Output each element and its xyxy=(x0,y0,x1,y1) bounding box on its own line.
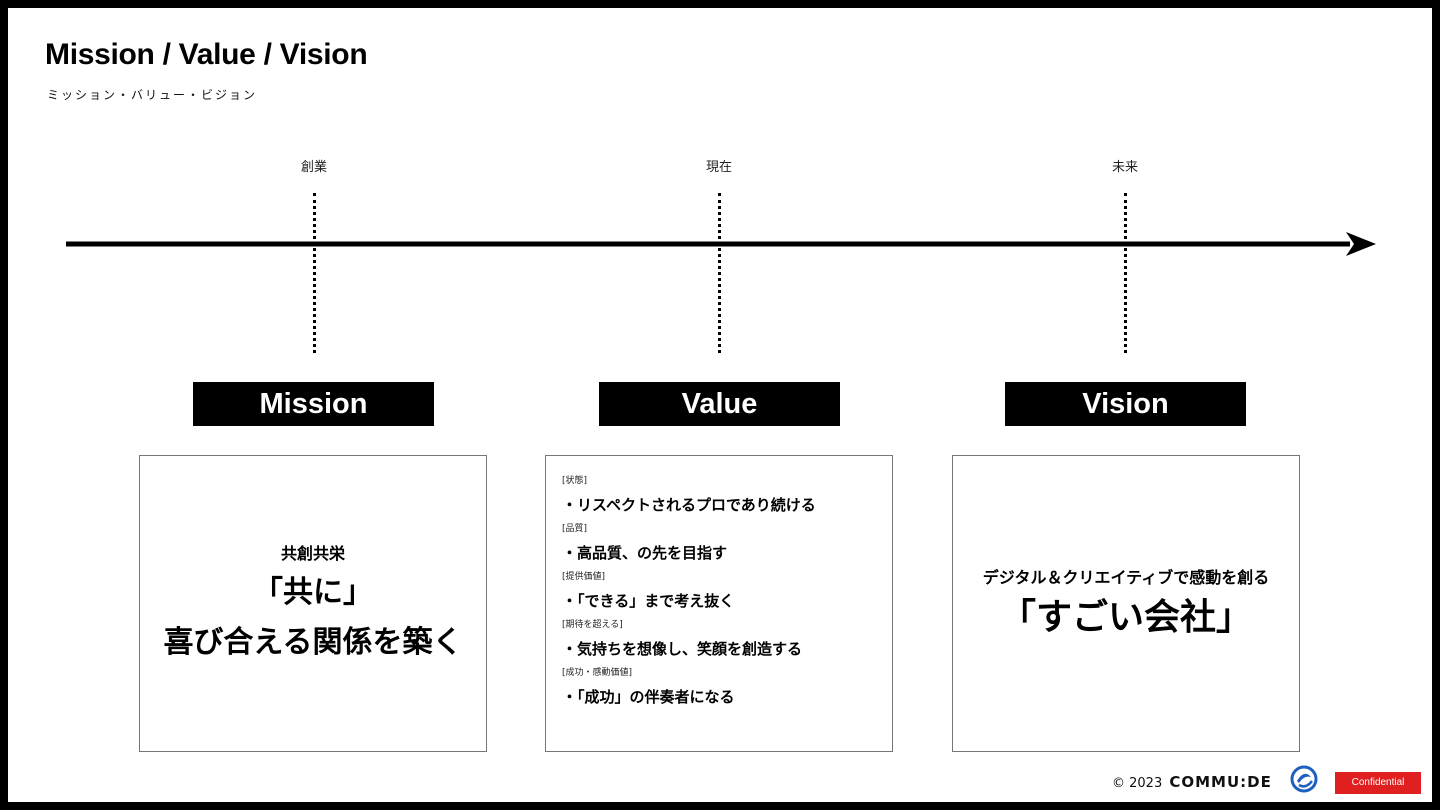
value-item: [成功・感動価値] ・「成功」の伴奏者になる xyxy=(562,666,878,708)
value-text: ・気持ちを想像し、笑顔を創造する xyxy=(562,640,803,658)
vision-main: 「すごい会社」 xyxy=(999,596,1252,638)
dotted-connector-mission xyxy=(313,193,316,353)
mission-line-2: 喜び合える関係を築く xyxy=(163,624,463,660)
period-label-present: 現在 xyxy=(705,160,732,175)
value-category: [成功・感動価値] xyxy=(562,668,633,678)
mission-line-1: 「共に」 xyxy=(253,574,373,610)
value-text: ・高品質、の先を目指す xyxy=(562,544,728,562)
period-label-future: 未来 xyxy=(1111,160,1138,175)
vision-card: デジタル＆クリエイティブで感動を創る 「すごい会社」 xyxy=(952,455,1300,752)
value-item: [期待を超える] ・気持ちを想像し、笑顔を創造する xyxy=(562,618,878,660)
confidential-badge: Confidential xyxy=(1335,772,1421,794)
slide: Mission / Value / Vision ミッション・バリュー・ビジョン… xyxy=(8,8,1432,802)
value-category: [提供価値] xyxy=(562,572,606,582)
value-tag: Value xyxy=(599,382,840,426)
mission-card: 共創共栄 「共に」 喜び合える関係を築く xyxy=(139,455,487,752)
mission-tag: Mission xyxy=(193,382,434,426)
dotted-connector-vision xyxy=(1124,193,1127,353)
page-title: Mission / Value / Vision xyxy=(45,38,368,71)
value-card: [状態] ・リスペクトされるプロであり続ける [品質] ・高品質、の先を目指す … xyxy=(545,455,893,752)
mission-subtitle: 共創共栄 xyxy=(280,543,345,563)
value-item: [品質] ・高品質、の先を目指す xyxy=(562,522,878,564)
vision-subtitle: デジタル＆クリエイティブで感動を創る xyxy=(982,567,1270,587)
value-text: ・「できる」まで考え抜く xyxy=(562,592,735,610)
commude-logo-icon xyxy=(1290,765,1318,793)
value-item: [状態] ・リスペクトされるプロであり続ける xyxy=(562,474,878,516)
timeline-arrow xyxy=(66,232,1376,256)
value-text: ・リスペクトされるプロであり続ける xyxy=(562,496,816,514)
period-label-founding: 創業 xyxy=(300,160,327,175)
vision-tag: Vision xyxy=(1005,382,1246,426)
value-category: [状態] xyxy=(562,476,588,486)
value-text: ・「成功」の伴奏者になる xyxy=(562,688,735,706)
footer-copyright: © 2023 COMMU:DE xyxy=(1112,773,1272,791)
value-item: [提供価値] ・「できる」まで考え抜く xyxy=(562,570,878,612)
value-category: [期待を超える] xyxy=(562,620,623,630)
copyright-text: © 2023 xyxy=(1112,776,1163,791)
brand-name: COMMU:DE xyxy=(1169,773,1272,791)
value-category: [品質] xyxy=(562,524,588,534)
dotted-connector-value xyxy=(718,193,721,353)
page-subtitle: ミッション・バリュー・ビジョン xyxy=(47,88,258,102)
